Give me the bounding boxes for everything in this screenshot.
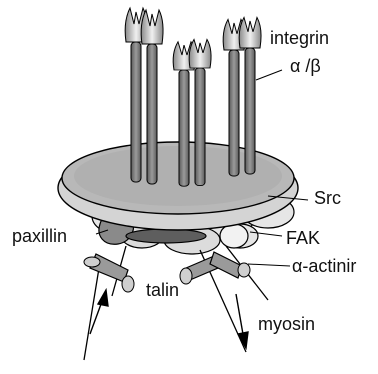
membrane-disk bbox=[58, 142, 298, 230]
myosin-label: myosin bbox=[258, 314, 315, 334]
talin-shape bbox=[126, 229, 206, 243]
talin-label: talin bbox=[146, 280, 179, 300]
integrin-label: integrin bbox=[270, 28, 329, 48]
integrin-subunits-label: α /β bbox=[290, 56, 321, 76]
paxillin-label: paxillin bbox=[12, 226, 67, 246]
fak-label: FAK bbox=[286, 228, 320, 248]
alpha-actinin-label: α-actinir bbox=[292, 256, 356, 276]
src-label: Src bbox=[314, 188, 341, 208]
